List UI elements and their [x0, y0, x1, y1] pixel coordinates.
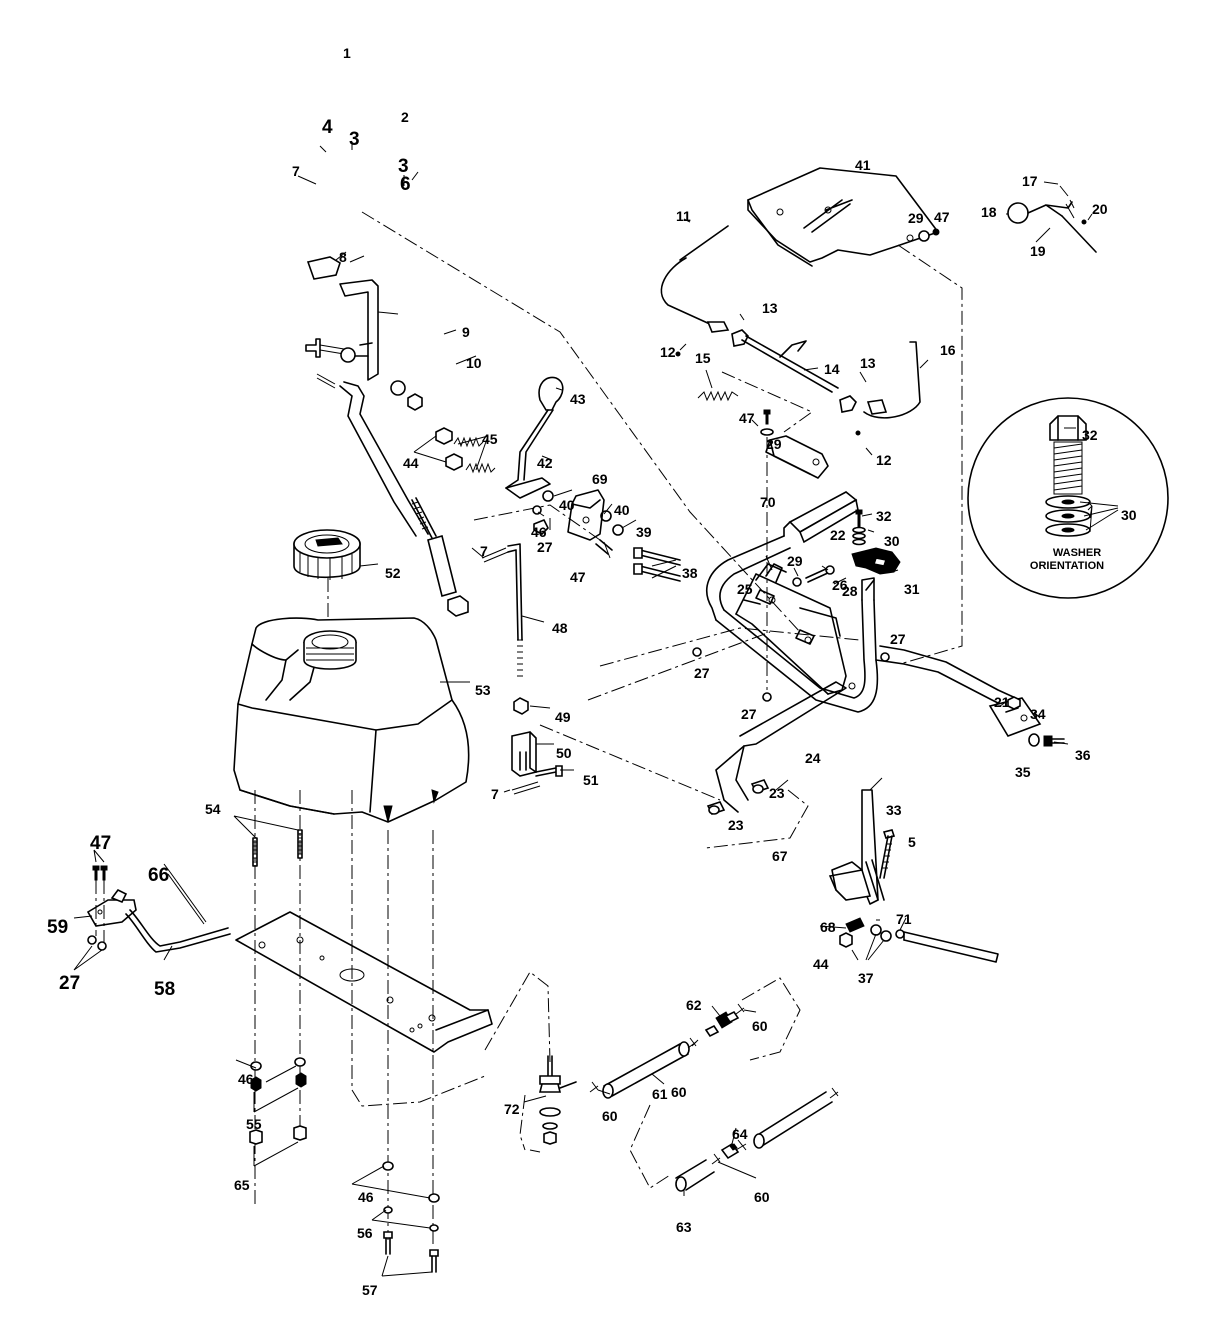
- shift-lever-group: [435, 376, 681, 795]
- inset-note-line2: ORIENTATION: [1030, 560, 1104, 572]
- fuel-tank-group: [233, 529, 493, 1273]
- assembly-lines: [254, 211, 963, 1245]
- control-panel-group: [660, 167, 1097, 479]
- fuel-line-group: [538, 1003, 839, 1192]
- washer-orientation-inset: WASHER ORIENTATION: [967, 397, 1169, 599]
- lever-assembly: [305, 256, 469, 617]
- bracket-rod-group: [86, 865, 231, 953]
- frame-assembly: [542, 491, 1065, 815]
- leader-lines: [73, 142, 1119, 1277]
- inset-note-line1: WASHER: [1053, 547, 1101, 559]
- lower-lever-group: [828, 789, 999, 963]
